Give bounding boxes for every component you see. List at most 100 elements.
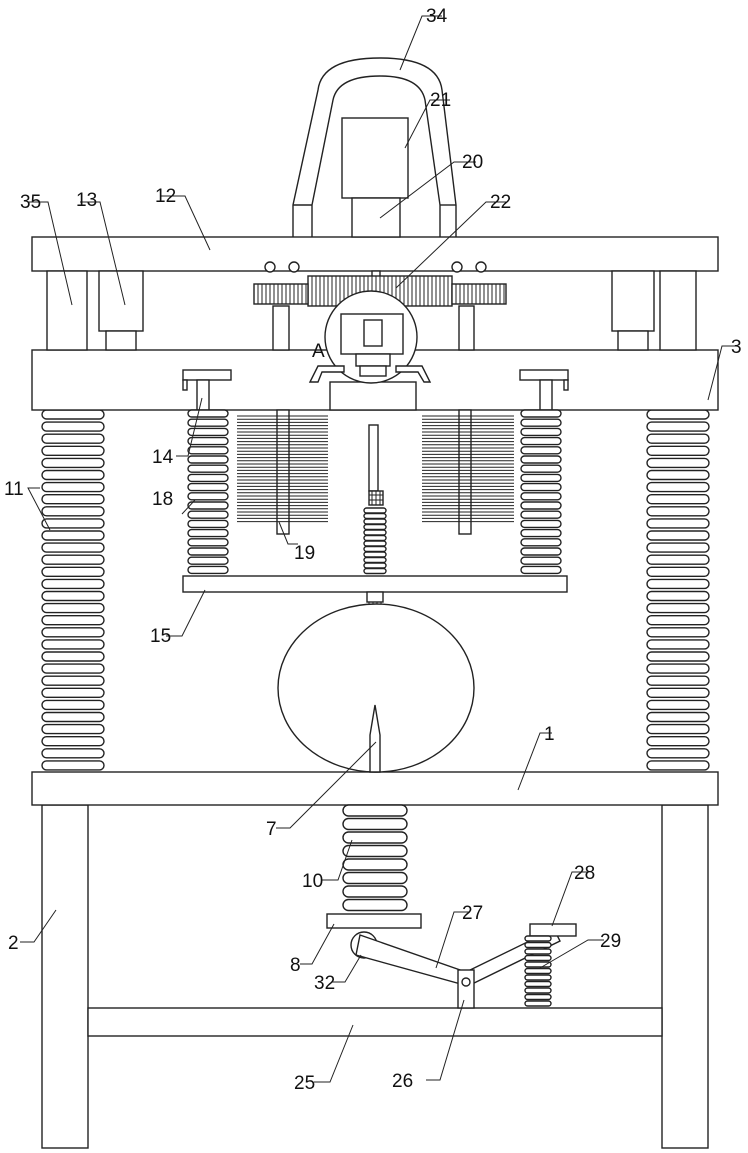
spring-coil (42, 555, 104, 564)
spring-coil (647, 434, 709, 443)
inner-spring-right (521, 410, 561, 573)
label-14: 14 (152, 447, 174, 468)
spring-coil (343, 832, 407, 843)
pedal-plate (530, 924, 576, 936)
spring-coil (343, 886, 407, 897)
spring-coil (42, 567, 104, 576)
motor (342, 118, 408, 198)
spring-coil (364, 569, 386, 574)
lever-pivot (458, 970, 474, 1008)
spring-coil (364, 525, 386, 530)
label-32: 32 (314, 973, 335, 994)
spring-coil (647, 640, 709, 649)
spring-coil (521, 474, 561, 481)
spring-coil (364, 514, 386, 519)
spring-coil (42, 543, 104, 552)
spring-coil (42, 737, 104, 746)
spring-coil (188, 465, 228, 472)
label-11: 11 (4, 479, 24, 500)
base-plate (32, 772, 718, 805)
spring-coil (188, 474, 228, 481)
spring-coil (521, 456, 561, 463)
spring-coil (647, 458, 709, 467)
label-19: 19 (294, 543, 315, 564)
spring-coil (188, 410, 228, 417)
spring-coil (364, 558, 386, 563)
spring-coil (188, 511, 228, 518)
spring-coil (42, 652, 104, 661)
spring-coil (647, 410, 709, 419)
spring-coil (42, 640, 104, 649)
spring-coil (188, 566, 228, 573)
label-10: 10 (302, 871, 323, 892)
support-leg-right (662, 805, 708, 1148)
spring-coil (188, 438, 228, 445)
spring-coil (521, 557, 561, 564)
spring-coil (521, 465, 561, 472)
large-spring-right (647, 410, 709, 770)
label-22: 22 (490, 192, 511, 213)
spring-coil (42, 471, 104, 480)
spring-coil (42, 761, 104, 770)
spring-coil (647, 725, 709, 734)
label-2: 2 (8, 933, 19, 954)
spring-coil (42, 628, 104, 637)
label-13: 13 (76, 190, 97, 211)
pressing-plate (183, 576, 567, 592)
spring-coil (521, 539, 561, 546)
spring-coil (647, 592, 709, 601)
spring-coil (525, 995, 551, 1000)
spring-coil (188, 484, 228, 491)
spring-coil (647, 713, 709, 722)
spring-coil (647, 749, 709, 758)
spring-coil (42, 713, 104, 722)
label-27: 27 (462, 903, 483, 924)
spring-coil (647, 616, 709, 625)
spring-coil (42, 676, 104, 685)
spring-coil (647, 495, 709, 504)
spring-coil (521, 530, 561, 537)
spring-coil (42, 483, 104, 492)
spring-coil (521, 484, 561, 491)
spring-coil (42, 604, 104, 613)
spring-coil (525, 982, 551, 987)
spring-coil (647, 628, 709, 637)
spring-coil (521, 511, 561, 518)
label-1: 1 (544, 724, 555, 745)
hydraulic-cylinder-right (612, 271, 654, 350)
spring-coil (647, 604, 709, 613)
spring-coil (521, 566, 561, 573)
spring-coil (343, 846, 407, 857)
label-26: 26 (392, 1071, 413, 1092)
spring-coil (42, 434, 104, 443)
spring-coil (647, 471, 709, 480)
spring-coil (525, 943, 551, 948)
spring-coil (42, 422, 104, 431)
spring-coil (188, 447, 228, 454)
spring-coil (647, 737, 709, 746)
spring-coil (188, 456, 228, 463)
spring-coil (188, 539, 228, 546)
label-18: 18 (152, 489, 173, 510)
spring-coil (521, 410, 561, 417)
spring-coil (42, 495, 104, 504)
spring-coil (647, 700, 709, 709)
spring-coil (188, 548, 228, 555)
spring-coil (364, 519, 386, 524)
spring-coil (647, 688, 709, 697)
spring-coil (343, 819, 407, 830)
spring-coil (647, 422, 709, 431)
spring-coil (188, 520, 228, 527)
spring-coil (525, 1001, 551, 1006)
spring-coil (343, 805, 407, 816)
spring-coil (647, 579, 709, 588)
label-34: 34 (426, 6, 448, 27)
lower-spring (343, 805, 407, 911)
spring-coil (525, 962, 551, 967)
spring-coil (42, 531, 104, 540)
lower-crossbar (88, 1008, 662, 1036)
bottom-plate (327, 914, 421, 928)
spring-coil (364, 536, 386, 541)
spring-coil (188, 557, 228, 564)
support-leg-left (42, 805, 88, 1148)
